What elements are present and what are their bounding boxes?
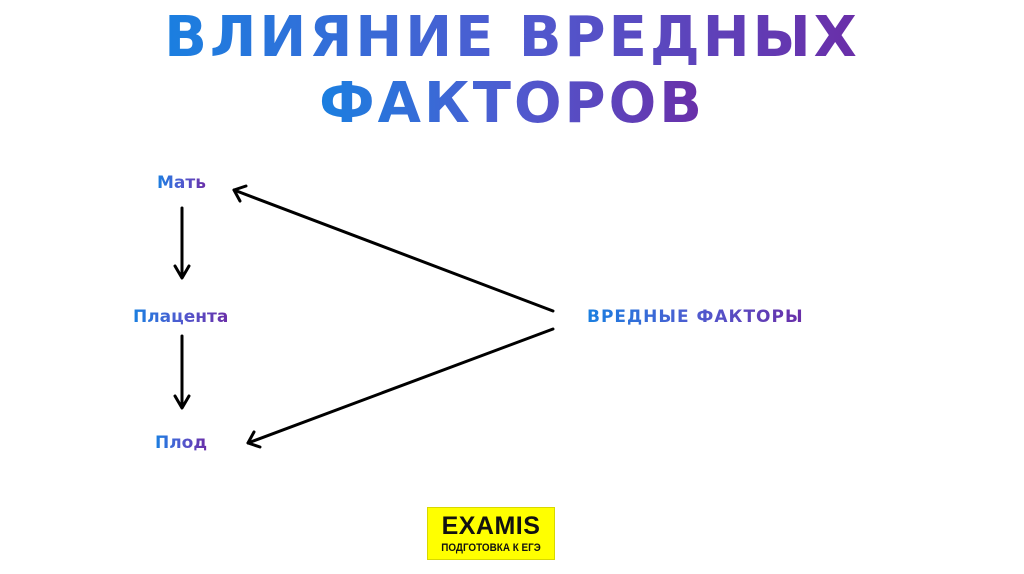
logo-tagline: ПОДГОТОВКА К ЕГЭ	[441, 542, 541, 554]
node-placenta: Плацента	[133, 307, 228, 327]
logo-name: EXAMIS	[441, 512, 541, 540]
node-harmful-factors-label: ВРЕДНЫЕ ФАКТОРЫ	[587, 307, 804, 327]
arrow-placenta-to-fetus	[173, 334, 191, 410]
arrow-mother-to-placenta	[173, 206, 191, 280]
node-mother-label: Мать	[157, 173, 206, 193]
arrow-factors-to-mother	[232, 184, 555, 313]
page-title-line-1: ВЛИЯНИЕ ВРЕДНЫХ	[0, 6, 1024, 70]
page-title-line-2: ФАКТОРОВ	[0, 72, 1024, 136]
arrow-factors-to-fetus	[246, 327, 555, 449]
node-fetus: Плод	[155, 433, 207, 453]
title-text-2: ФАКТОРОВ	[319, 71, 705, 136]
node-fetus-label: Плод	[155, 433, 208, 453]
node-harmful-factors: ВРЕДНЫЕ ФАКТОРЫ	[587, 307, 804, 327]
node-mother: Мать	[157, 173, 206, 193]
node-placenta-label: Плацента	[133, 307, 229, 327]
title-text-1: ВЛИЯНИЕ ВРЕДНЫХ	[164, 5, 860, 70]
examis-logo: EXAMIS ПОДГОТОВКА К ЕГЭ	[427, 507, 555, 560]
